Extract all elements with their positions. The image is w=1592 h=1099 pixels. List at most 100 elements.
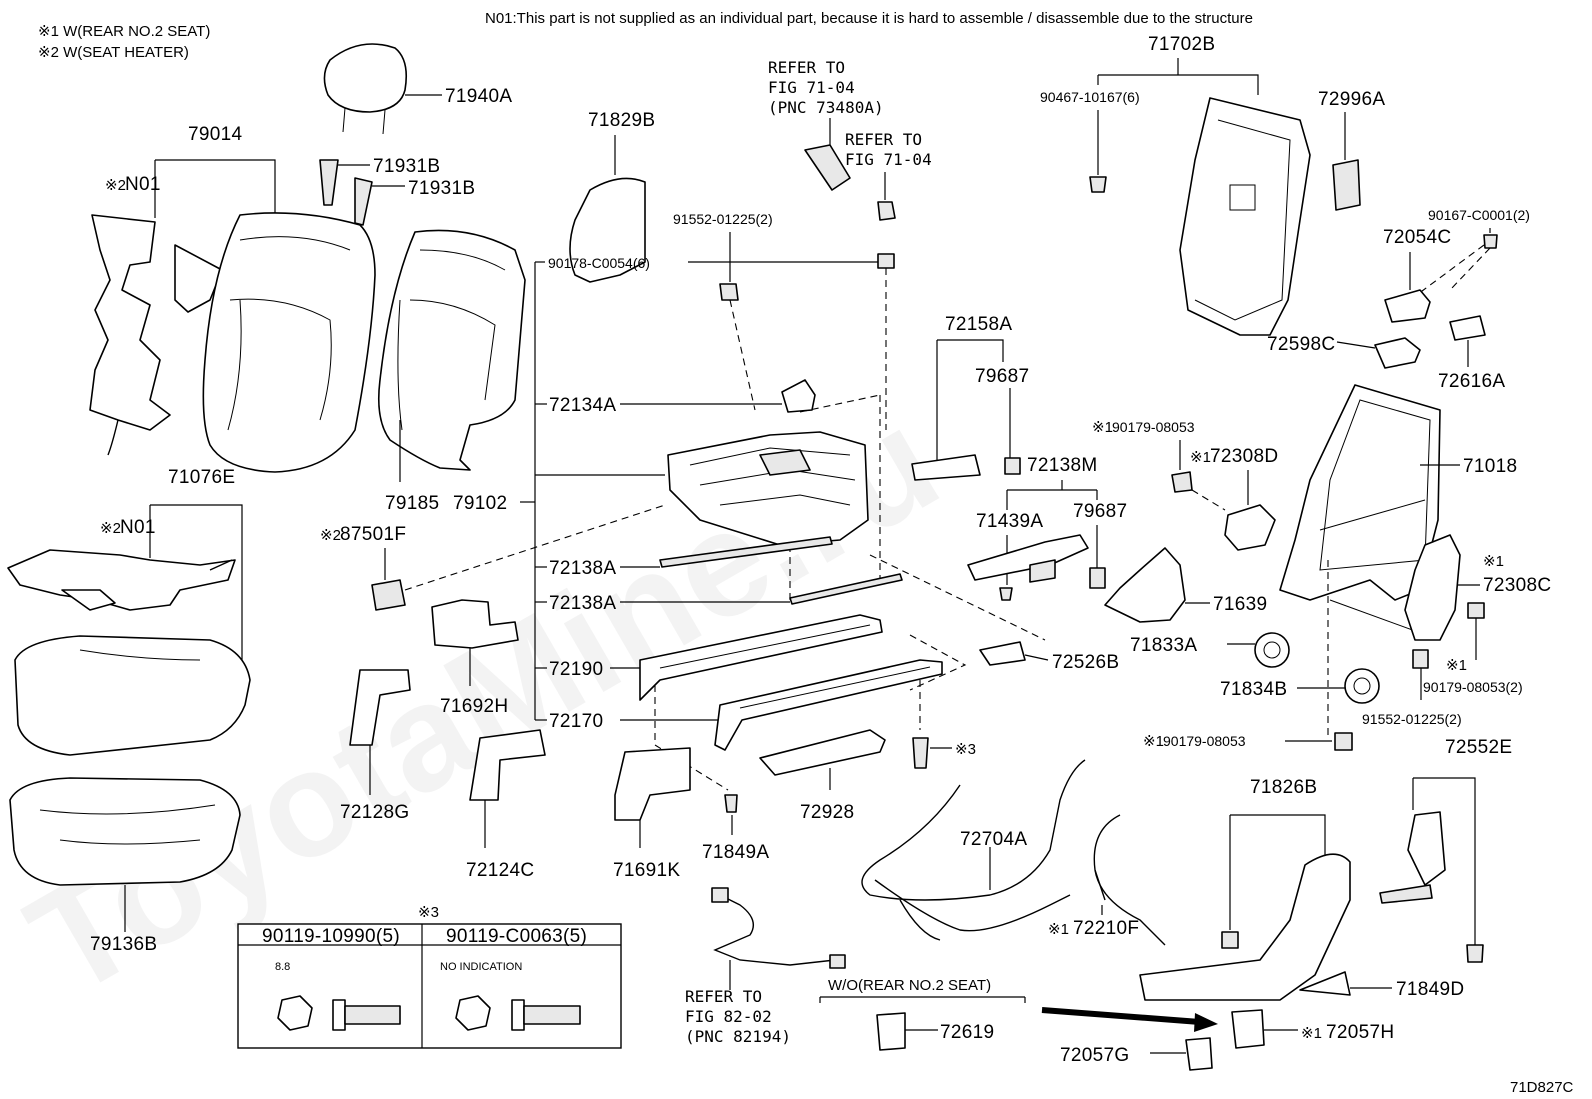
label-71076E[interactable]: 71076E — [168, 467, 235, 488]
ref-fig8202-3[interactable]: (PNC 82194) — [685, 1027, 791, 1046]
label-72057G[interactable]: 72057G — [1060, 1045, 1129, 1066]
label-90178[interactable]: 90178-C0054(6) — [548, 255, 650, 271]
label-72170[interactable]: 72170 — [549, 711, 603, 732]
label-72128G[interactable]: 72128G — [340, 802, 409, 823]
clip-72552E — [1466, 944, 1484, 963]
bolt-x3 — [912, 737, 929, 769]
label-N01-mid[interactable]: N01 — [120, 517, 156, 538]
seat-track-lower-part — [714, 659, 943, 751]
cover-72128G-part — [349, 669, 411, 746]
ref-fig7104-1[interactable]: REFER TO — [845, 130, 922, 149]
seat-belt-buckle-part — [804, 144, 851, 191]
x2-mark-top: ※2 — [105, 177, 126, 194]
label-72598C[interactable]: 72598C — [1267, 334, 1335, 355]
label-72124C[interactable]: 72124C — [466, 860, 534, 881]
label-72057H[interactable]: 72057H — [1326, 1022, 1394, 1043]
label-71940A[interactable]: 71940A — [445, 86, 512, 107]
label-72616A[interactable]: 72616A — [1438, 371, 1505, 392]
x1-mark-90179-mid: ※1 — [1446, 657, 1467, 674]
label-72704A[interactable]: 72704A — [960, 829, 1027, 850]
ref-fig8202-1[interactable]: REFER TO — [685, 987, 762, 1006]
note-seat-heater: ※2 W(SEAT HEATER) — [38, 44, 189, 61]
label-71439A[interactable]: 71439A — [976, 511, 1043, 532]
label-71702B[interactable]: 71702B — [1148, 34, 1215, 55]
label-79687-2[interactable]: 79687 — [1073, 501, 1127, 522]
ref-fig8202-2[interactable]: FIG 82-02 — [685, 1007, 772, 1026]
label-71018[interactable]: 71018 — [1463, 456, 1517, 477]
headrest-support-part — [319, 159, 373, 226]
label-71691K[interactable]: 71691K — [613, 860, 680, 881]
label-79136B[interactable]: 79136B — [90, 934, 157, 955]
label-72138A-2[interactable]: 72138A — [549, 593, 616, 614]
label-72308C[interactable]: 72308C — [1483, 575, 1551, 596]
knob-72158A-part — [911, 454, 1021, 481]
x1-mark-72210F: ※1 — [1048, 921, 1069, 938]
x2-mark-87501F: ※2 — [320, 527, 341, 544]
label-71834B[interactable]: 71834B — [1220, 679, 1287, 700]
x1-mark-72057H: ※1 — [1301, 1025, 1322, 1042]
label-72158A[interactable]: 72158A — [945, 314, 1012, 335]
label-72138M[interactable]: 72138M — [1027, 455, 1097, 476]
label-79687-1[interactable]: 79687 — [975, 366, 1029, 387]
heater-switch-part — [371, 579, 406, 611]
side-cover-71826B-part — [1139, 853, 1351, 1001]
label-72210F[interactable]: 72210F — [1073, 918, 1139, 939]
label-90179-low[interactable]: 90179-08053 — [1163, 733, 1246, 749]
label-72928[interactable]: 72928 — [800, 802, 854, 823]
label-N01-top[interactable]: N01 — [125, 174, 161, 195]
label-72308D[interactable]: 72308D — [1210, 446, 1278, 467]
label-71829B[interactable]: 71829B — [588, 110, 655, 131]
label-72619[interactable]: 72619 — [940, 1022, 994, 1043]
label-90179-top[interactable]: 90179-08053 — [1112, 419, 1195, 435]
label-91552-mid[interactable]: 91552-01225(2) — [1362, 711, 1462, 727]
cover-71691K-part — [614, 747, 691, 821]
label-72526B[interactable]: 72526B — [1052, 652, 1119, 673]
nut-90179-top — [1171, 471, 1193, 493]
label-72134A[interactable]: 72134A — [549, 395, 616, 416]
nut-90179-low — [1334, 732, 1353, 751]
label-91552-top[interactable]: 91552-01225(2) — [673, 211, 773, 227]
wire-72138A-1 — [659, 536, 833, 568]
label-79014[interactable]: 79014 — [188, 124, 242, 145]
label-72054C[interactable]: 72054C — [1383, 227, 1451, 248]
label-71931B-2[interactable]: 71931B — [408, 178, 475, 199]
label-90167[interactable]: 90167-C0001(2) — [1428, 207, 1530, 223]
cover-71639-part — [1104, 547, 1186, 623]
bolt-table — [237, 923, 622, 1049]
label-71692H[interactable]: 71692H — [440, 696, 508, 717]
headrest-part — [323, 43, 408, 135]
ref-fig7104-2[interactable]: FIG 71-04 — [845, 150, 932, 169]
label-87501F[interactable]: 87501F — [340, 524, 406, 545]
bolt-col1-mark: 8.8 — [275, 961, 290, 973]
label-90179-mid[interactable]: 90179-08053(2) — [1423, 679, 1523, 695]
label-79185[interactable]: 79185 — [385, 493, 439, 514]
bolt-91552-mid — [1412, 649, 1429, 669]
label-90467[interactable]: 90467-10167(6) — [1040, 89, 1140, 105]
label-72138A-1[interactable]: 72138A — [549, 558, 616, 579]
bolt-col1-header: 90119-10990(5) — [262, 926, 400, 947]
bolt-col2-mark: NO INDICATION — [440, 961, 522, 973]
label-71849A[interactable]: 71849A — [702, 842, 769, 863]
label-71639[interactable]: 71639 — [1213, 594, 1267, 615]
knob-72996A-part — [1332, 159, 1361, 211]
label-71931B-1[interactable]: 71931B — [373, 156, 440, 177]
side-shield-part — [569, 177, 646, 283]
x1-mark-90179-low: ※1 — [1143, 733, 1164, 750]
cover-72619-part — [876, 1012, 906, 1051]
label-71826B[interactable]: 71826B — [1250, 777, 1317, 798]
seat-heater-mat-back — [89, 214, 223, 456]
label-72190[interactable]: 72190 — [549, 659, 603, 680]
ref-fig7104-pnc-1[interactable]: REFER TO — [768, 58, 845, 77]
label-72552E[interactable]: 72552E — [1445, 737, 1512, 758]
label-71849D[interactable]: 71849D — [1396, 979, 1464, 1000]
direction-arrow — [1041, 1007, 1201, 1025]
ref-fig7104-pnc-2[interactable]: FIG 71-04 — [768, 78, 855, 97]
label-79102[interactable]: 79102 — [453, 493, 507, 514]
label-72996A[interactable]: 72996A — [1318, 89, 1385, 110]
cover-72526B-part — [979, 641, 1026, 666]
screw-90167 — [1483, 234, 1498, 249]
ref-fig7104-pnc-3[interactable]: (PNC 73480A) — [768, 98, 884, 117]
bracket-72134A — [781, 379, 816, 413]
label-71833A[interactable]: 71833A — [1130, 635, 1197, 656]
